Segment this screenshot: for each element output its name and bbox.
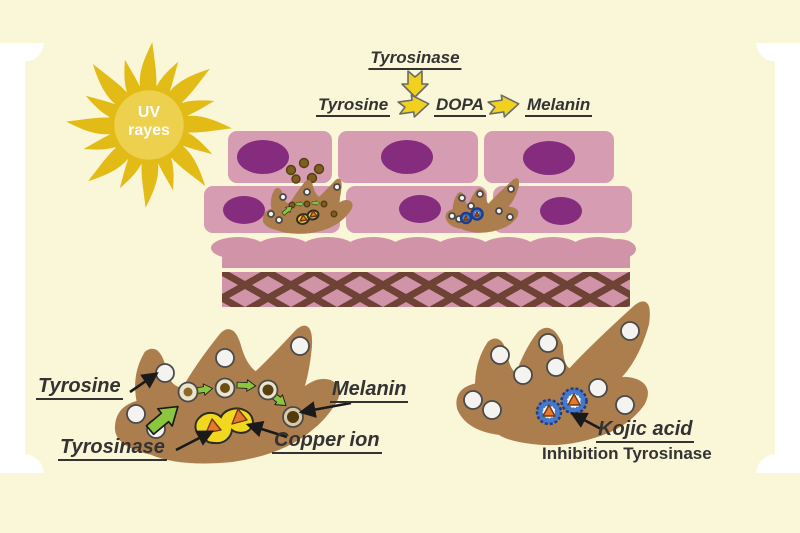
melanin-label: Melanin (330, 379, 409, 403)
cell-nuclei (223, 140, 582, 225)
right-arrow-icon (487, 94, 520, 118)
uv-rays-label: UV rayes (128, 104, 170, 141)
frame-top (0, 0, 800, 43)
inhibition-label: Inhibition Tyrosinase (542, 444, 712, 463)
pathway-intermediate-label: DOPA (434, 96, 486, 117)
pathway-product-label: Melanin (525, 96, 593, 117)
pathway-arrows (397, 70, 520, 118)
kojic-acid-label: Kojic acid (596, 419, 695, 443)
pathway-enzyme-label: Tyrosinase (368, 49, 462, 70)
small-melanocyte-inhibited (445, 178, 520, 233)
uv-line1: UV (137, 104, 161, 121)
right-arrow-icon (397, 94, 430, 118)
big-melanocyte-active (118, 329, 337, 461)
big-melanocyte-inhibited (459, 304, 647, 442)
label-pointer-arrows (129, 372, 602, 452)
tyrosine-label: Tyrosine (36, 376, 123, 400)
pathway-substrate-label: Tyrosine (316, 96, 391, 117)
basal-layer (211, 237, 636, 268)
dermis-lattice-layer (222, 272, 630, 307)
kojic-acid-icon (535, 387, 588, 426)
tyrosinase-label: Tyrosinase (58, 437, 167, 461)
sun-icon (66, 42, 232, 208)
copper-ion-icon (231, 408, 248, 425)
copper-ion-label: Copper ion (272, 430, 382, 454)
small-melanocyte-active (262, 178, 353, 234)
melanin-granules (285, 157, 325, 184)
frame-bottom (0, 473, 800, 533)
uv-line2: rayes (128, 122, 170, 140)
down-arrow-icon (401, 70, 429, 98)
